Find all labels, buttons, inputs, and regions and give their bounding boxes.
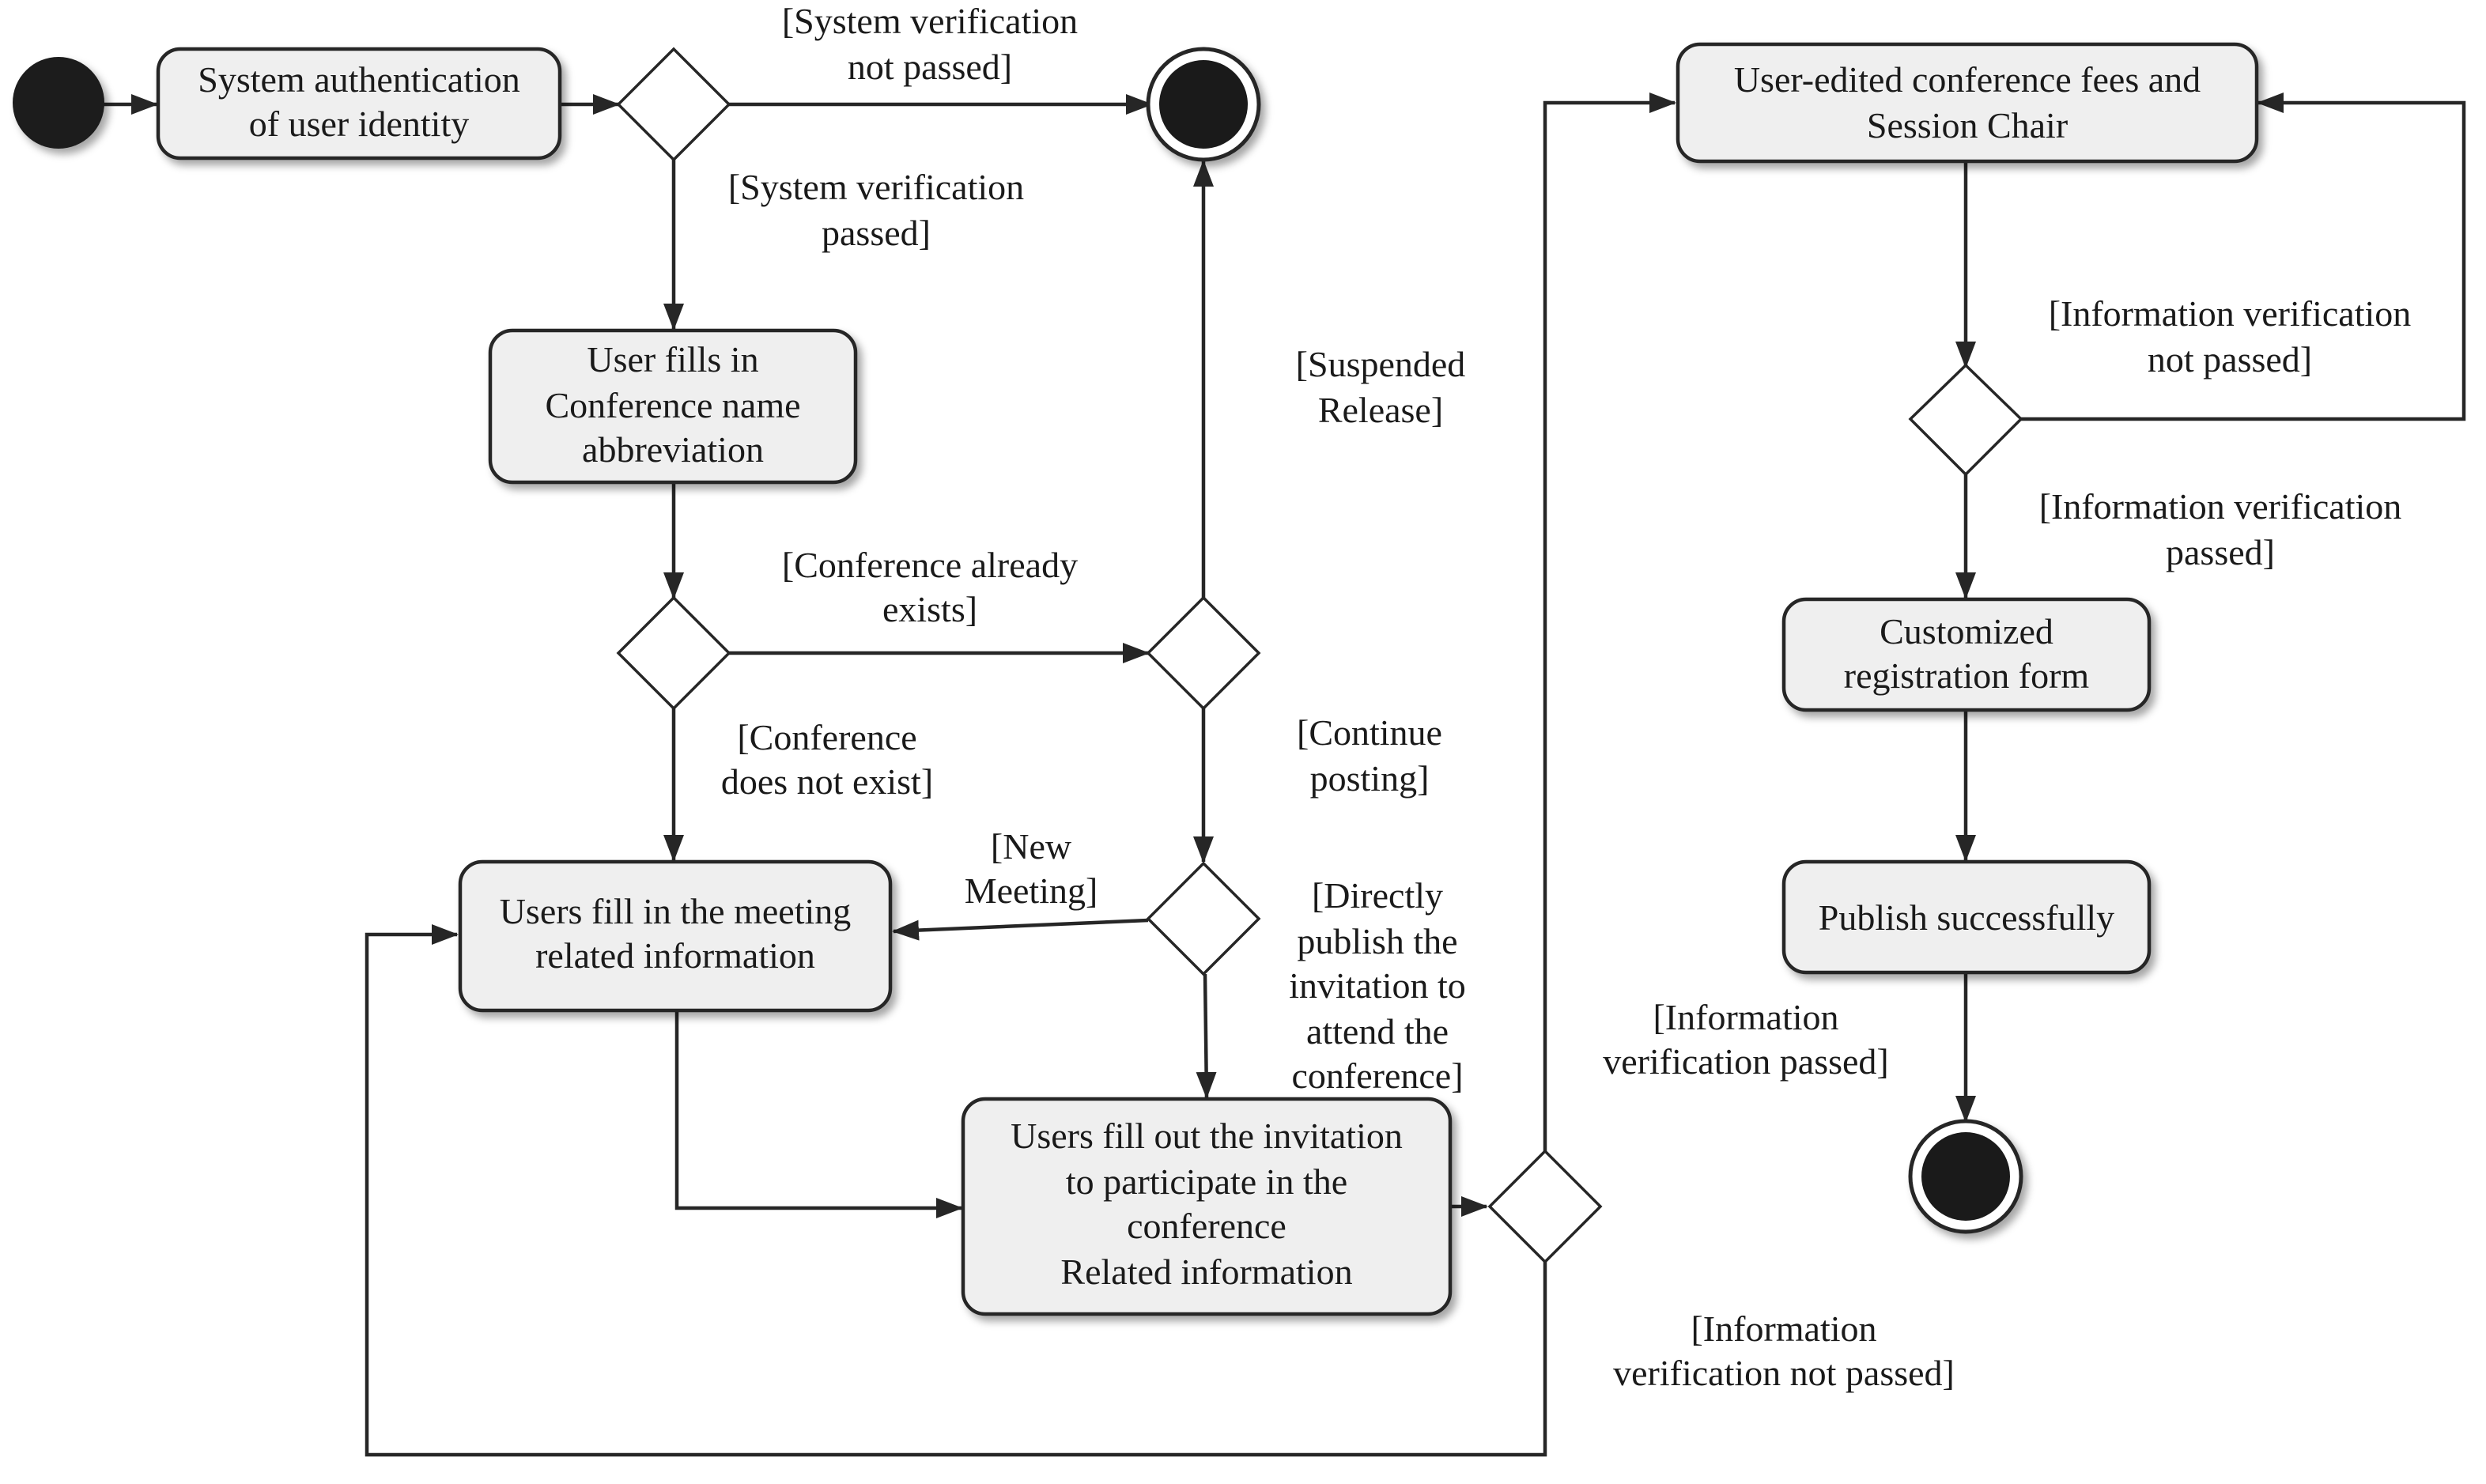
invitation-line-1: Users fill out the invitation	[1011, 1116, 1403, 1156]
guard-directly-publish-5: conference]	[1291, 1055, 1463, 1096]
guard-conf-exists: [Conference already exists]	[782, 545, 1078, 629]
activity-reg-form: Customized registration form	[1781, 597, 2152, 712]
guard-info-passed-right: [Information verification passed]	[2039, 486, 2402, 572]
meeting-info-line-2: related information	[535, 935, 815, 976]
publish-line-1: Publish successfully	[1819, 897, 2114, 938]
guard-info-not-passed-right-1: [Information verification	[2049, 293, 2412, 334]
guard-info-passed-right-2: passed]	[2166, 532, 2275, 572]
guard-suspended-1: [Suspended	[1296, 344, 1466, 384]
final-node-bottom	[1908, 1119, 2023, 1234]
guard-directly-publish-3: invitation to	[1289, 965, 1466, 1006]
guard-directly-publish-2: publish the	[1297, 921, 1457, 961]
guard-info-not-passed-bottom-1: [Information	[1691, 1308, 1876, 1349]
invitation-line-3: conference	[1127, 1206, 1286, 1246]
fees-line-2: Session Chair	[1867, 105, 2068, 145]
guard-info-not-passed-right-2: not passed]	[2148, 339, 2312, 379]
guard-continue-posting-2: posting]	[1310, 758, 1430, 799]
meeting-info-line-1: Users fill in the meeting	[500, 891, 852, 931]
guard-new-meeting-1: [New	[991, 826, 1072, 867]
guard-sys-passed-2: passed]	[822, 213, 931, 253]
guard-sys-not-passed-2: not passed]	[848, 47, 1012, 87]
decision-system-verification	[616, 47, 731, 162]
guard-continue-posting: [Continue posting]	[1297, 712, 1442, 799]
guard-info-passed-left-1: [Information	[1653, 997, 1838, 1037]
guard-conf-not-exist: [Conference does not exist]	[721, 717, 933, 802]
reg-form-line-2: registration form	[1844, 655, 2090, 696]
flow-decision5-to-meeting-info	[365, 924, 1547, 1457]
flow-decision4-to-meeting-info	[892, 918, 1149, 941]
guard-info-not-passed-bottom: [Information verification not passed]	[1613, 1308, 1955, 1393]
guard-sys-passed-1: [System verification	[728, 167, 1024, 207]
auth-line-1: System authentication	[198, 59, 520, 100]
guard-conf-exists-2: exists]	[882, 589, 977, 629]
reg-form-line-1: Customized	[1880, 611, 2053, 651]
guard-info-passed-left-2: verification passed]	[1603, 1041, 1888, 1082]
invitation-line-4: Related information	[1060, 1252, 1352, 1292]
guard-suspended: [Suspended Release]	[1296, 344, 1466, 430]
decision-suspend-or-continue	[1146, 595, 1261, 711]
guard-info-not-passed-right: [Information verification not passed]	[2049, 293, 2412, 379]
invitation-line-2: to participate in the	[1066, 1161, 1347, 1202]
initial-node	[13, 57, 104, 149]
activity-invitation: Users fill out the invitation to partici…	[961, 1097, 1453, 1316]
activity-auth: System authentication of user identity	[156, 47, 562, 160]
guard-new-meeting-2: Meeting]	[965, 870, 1098, 911]
activity-fees: User-edited conference fees and Session …	[1676, 42, 2259, 164]
flow-decision5-to-fees	[1543, 93, 1676, 1151]
decision-invitation-verification	[1487, 1149, 1603, 1264]
guard-directly-publish-1: [Directly	[1312, 875, 1443, 916]
fees-line-1: User-edited conference fees and	[1734, 59, 2201, 100]
guard-sys-not-passed-1: [System verification	[782, 1, 1078, 41]
guard-conf-not-exist-2: does not exist]	[721, 761, 933, 802]
decision-nodes	[616, 47, 2023, 1264]
guard-directly-publish-4: attend the	[1306, 1011, 1449, 1052]
control-flows	[100, 93, 2466, 1457]
activity-meeting-info: Users fill in the meeting related inform…	[458, 859, 893, 1013]
activity-fill-abbrev: User fills in Conference name abbreviati…	[488, 328, 858, 485]
fill-abbrev-line-2: Conference name	[545, 385, 800, 425]
fill-abbrev-line-1: User fills in	[587, 339, 758, 379]
decision-fees-verification	[1908, 363, 2023, 477]
guard-conf-not-exist-1: [Conference	[737, 717, 916, 757]
guard-info-not-passed-bottom-2: verification not passed]	[1613, 1353, 1955, 1393]
guard-sys-passed: [System verification passed]	[728, 167, 1024, 253]
guard-continue-posting-1: [Continue	[1297, 712, 1442, 753]
final-node-top	[1146, 47, 1261, 162]
decision-new-or-publish	[1146, 861, 1261, 976]
guard-conf-exists-1: [Conference already	[782, 545, 1078, 585]
flow-meeting-info-to-invitation	[674, 1012, 963, 1218]
decision-conference-exists	[616, 595, 731, 711]
auth-line-2: of user identity	[249, 104, 470, 144]
guard-directly-publish: [Directly publish the invitation to atte…	[1289, 875, 1466, 1096]
guard-sys-not-passed: [System verification not passed]	[782, 1, 1078, 87]
guard-info-passed-right-1: [Information verification	[2039, 486, 2402, 527]
guard-info-passed-left: [Information verification passed]	[1603, 997, 1888, 1082]
guard-suspended-2: Release]	[1318, 390, 1443, 430]
flow-decision6-to-fees	[2021, 93, 2466, 421]
activity-publish: Publish successfully	[1781, 859, 2152, 975]
flow-decision4-to-invitation	[1196, 973, 1217, 1099]
guard-new-meeting: [New Meeting]	[965, 826, 1098, 911]
fill-abbrev-line-3: abbreviation	[582, 429, 764, 470]
